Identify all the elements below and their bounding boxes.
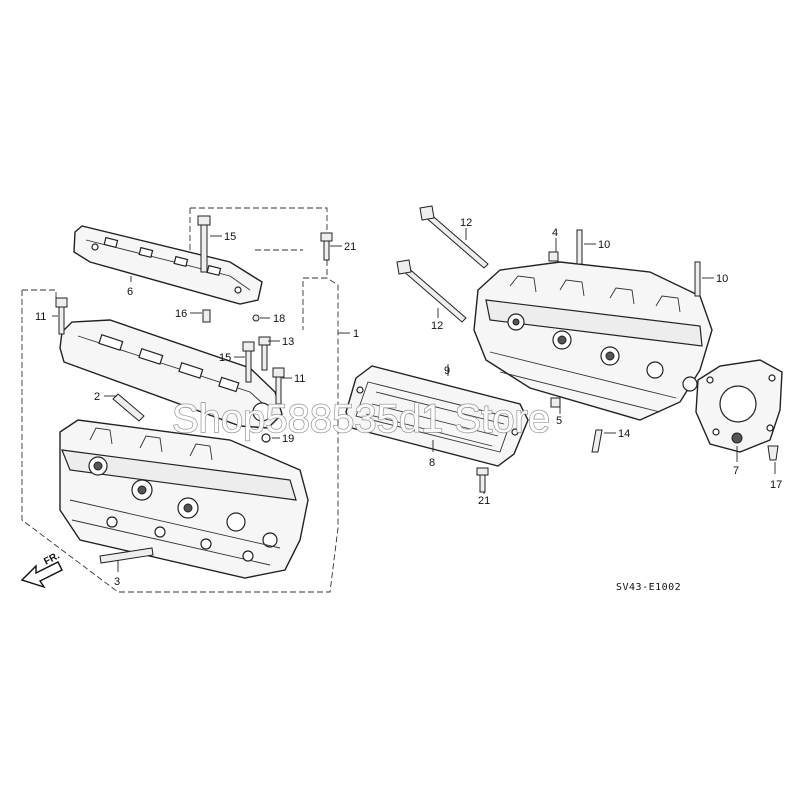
callout-11-left: 11 bbox=[35, 311, 46, 323]
store-watermark: Shop588535d1 Store bbox=[172, 397, 550, 441]
callout-4: 4 bbox=[552, 227, 558, 239]
callout-18: 18 bbox=[273, 313, 285, 325]
callout-labels: 15 21 6 11 16 18 1 13 15 11 2 19 3 12 12… bbox=[35, 217, 782, 588]
callout-16: 16 bbox=[175, 308, 187, 320]
part-6-holder bbox=[73, 225, 263, 305]
front-direction-arrow: FR. bbox=[20, 550, 63, 589]
part-7-head-gasket bbox=[695, 359, 783, 453]
left-head-cover bbox=[59, 319, 283, 429]
left-assembly-frame bbox=[21, 207, 350, 593]
callout-2: 2 bbox=[94, 391, 100, 403]
callout-6: 6 bbox=[127, 286, 133, 298]
callout-17: 17 bbox=[770, 479, 782, 491]
left-cylinder-head bbox=[59, 419, 309, 579]
part-9-gasket bbox=[345, 365, 529, 467]
callout-10-lower: 10 bbox=[716, 273, 728, 285]
leader-lines bbox=[52, 228, 776, 572]
callout-5: 5 bbox=[556, 415, 562, 427]
callout-14: 14 bbox=[618, 428, 630, 440]
callout-3: 3 bbox=[114, 576, 120, 588]
callout-8: 8 bbox=[429, 457, 435, 469]
callout-13: 13 bbox=[282, 336, 294, 348]
callout-7: 7 bbox=[733, 465, 739, 477]
callout-1: 1 bbox=[353, 328, 359, 340]
callout-21-left: 21 bbox=[344, 241, 356, 253]
right-fasteners bbox=[396, 205, 779, 493]
diagram-code: SV43-E1002 bbox=[616, 582, 681, 593]
callout-11-right: 11 bbox=[294, 373, 305, 385]
callout-15-lower: 15 bbox=[219, 352, 231, 364]
callout-21-right: 21 bbox=[478, 495, 490, 507]
callout-12-lower: 12 bbox=[431, 320, 443, 332]
callout-15-upper: 15 bbox=[224, 231, 236, 243]
callout-10-upper: 10 bbox=[598, 239, 610, 251]
callout-19: 19 bbox=[282, 433, 294, 445]
callout-9: 9 bbox=[444, 365, 450, 377]
right-cylinder-head bbox=[473, 261, 713, 421]
left-fasteners bbox=[55, 215, 333, 564]
callout-12-upper: 12 bbox=[460, 217, 472, 229]
